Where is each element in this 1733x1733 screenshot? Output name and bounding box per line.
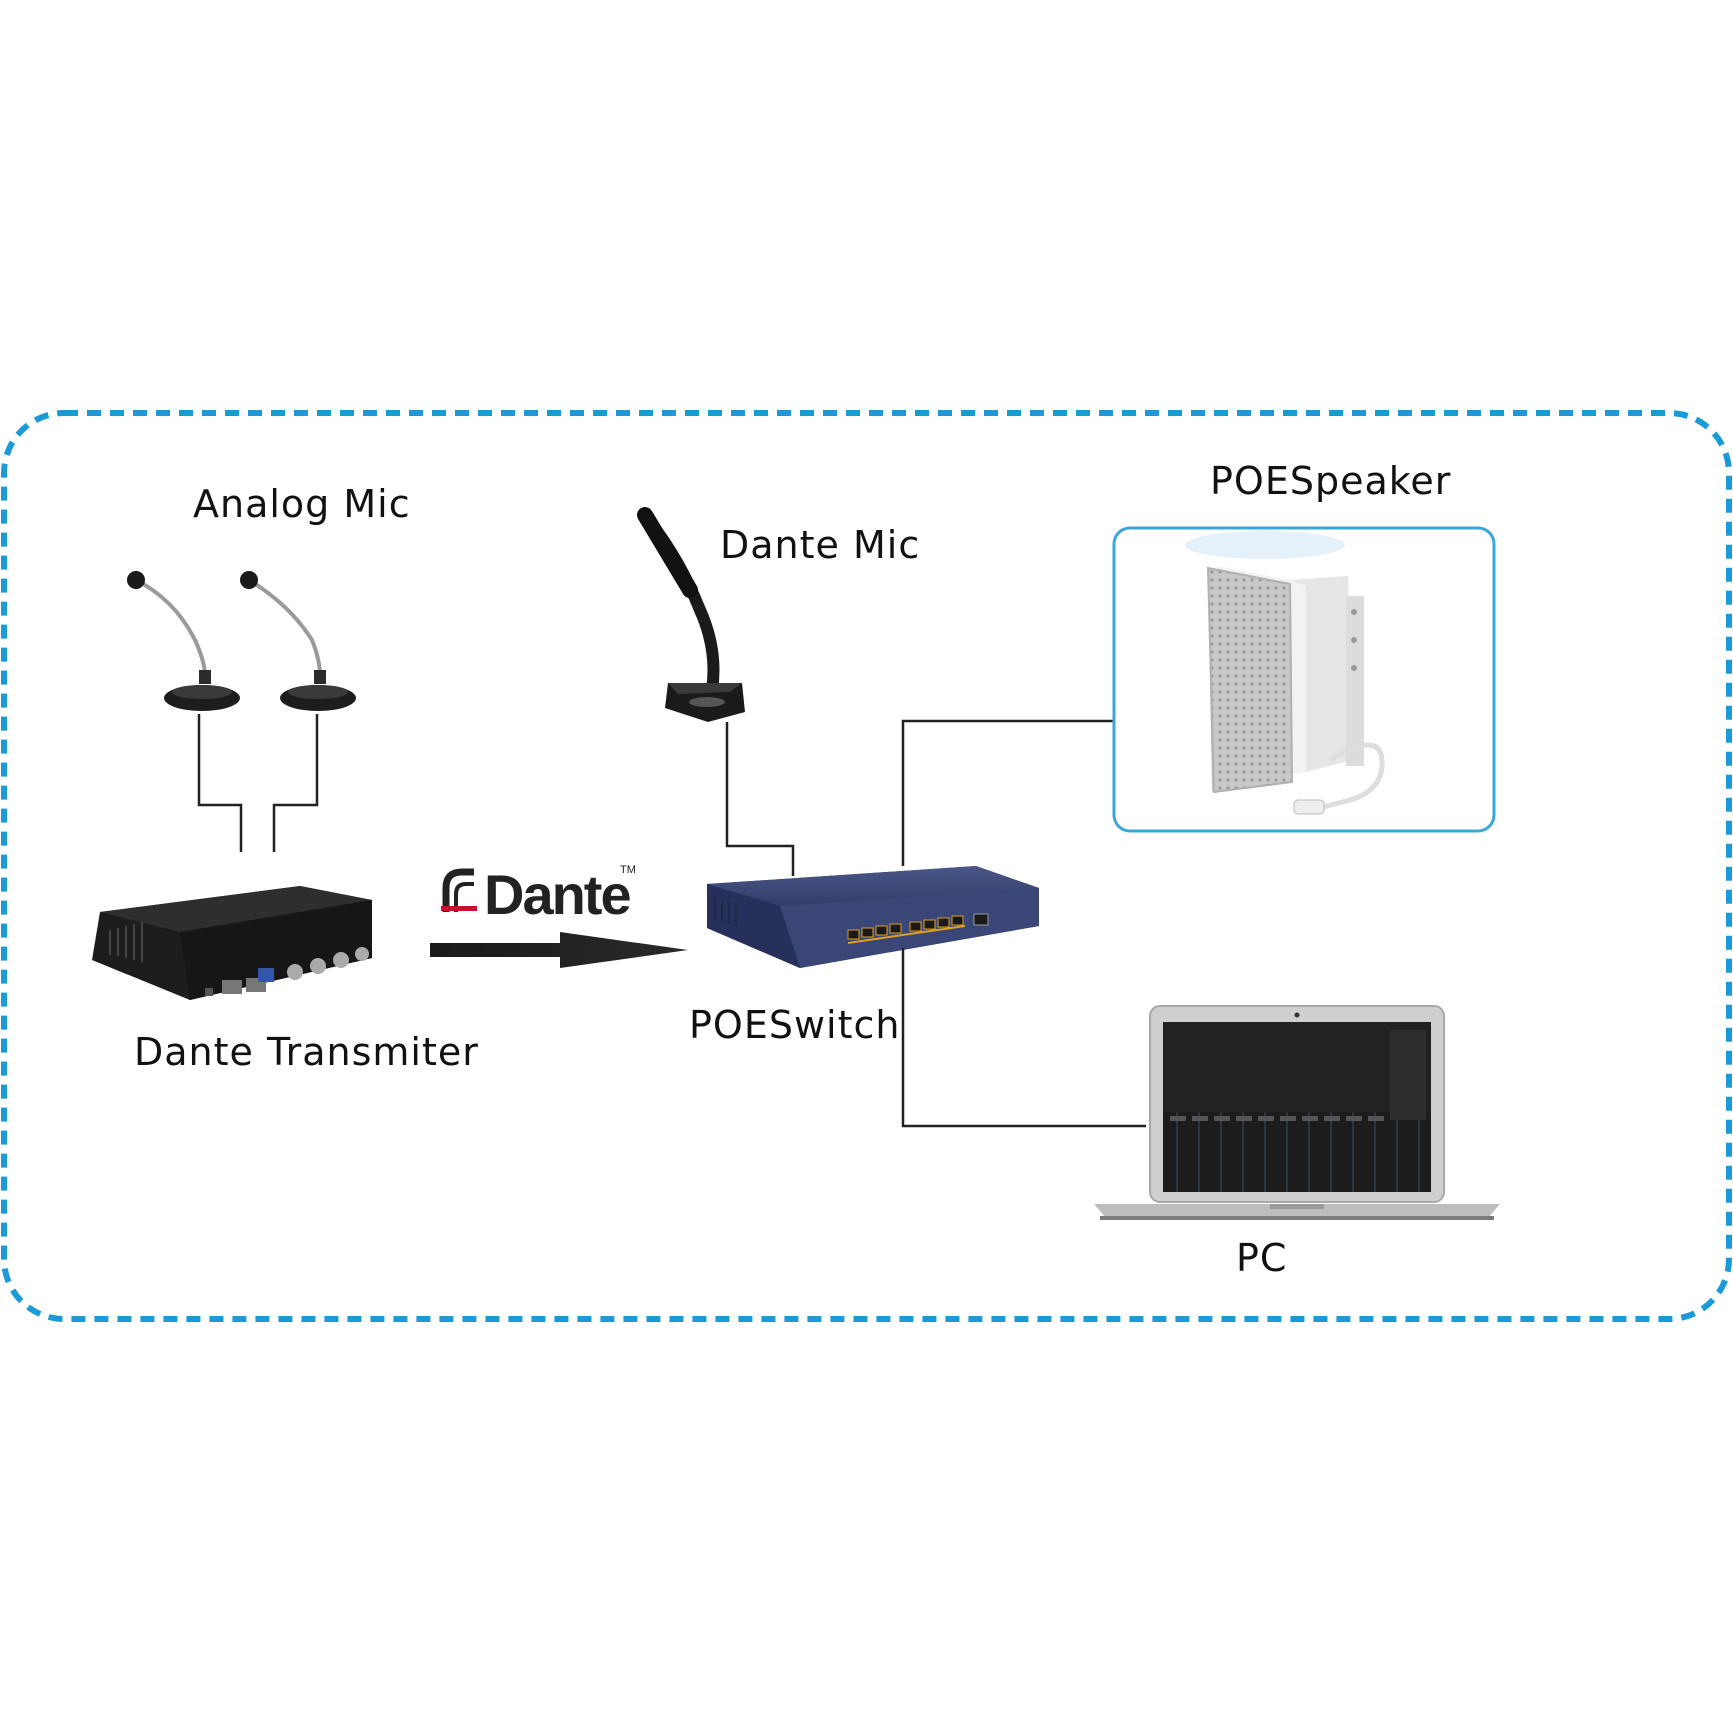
dante-logo-trademark: TM xyxy=(620,864,636,876)
dantemic-to-switch-line xyxy=(725,722,795,876)
switch-to-pc-line xyxy=(901,948,1146,1128)
label-dante-mic: Dante Mic xyxy=(720,523,921,567)
switch-to-speaker-line xyxy=(901,719,1114,866)
dante-logo-text: Dante xyxy=(484,863,632,926)
dante-mic xyxy=(637,507,745,722)
pc-laptop-device xyxy=(1094,1005,1500,1220)
poe-switch-device xyxy=(707,866,1039,968)
signal-arrow xyxy=(430,932,688,968)
label-pc: PC xyxy=(1236,1236,1288,1280)
label-dante-transmitter: Dante Transmiter xyxy=(134,1030,479,1074)
analog-mic-2 xyxy=(240,571,356,711)
mic1-to-transmitter-line xyxy=(197,714,243,852)
poe-speaker-device xyxy=(1206,566,1385,815)
analog-mic-1 xyxy=(127,571,240,711)
mic2-to-transmitter-line xyxy=(272,714,319,852)
label-poe-speaker: POESpeaker xyxy=(1210,459,1452,503)
dashed-frame xyxy=(1,410,1732,1322)
dante-transmitter-device xyxy=(92,886,372,1000)
label-analog-mic: Analog Mic xyxy=(193,482,411,526)
label-poe-switch: POESwitch xyxy=(689,1003,901,1047)
dante-logo-mark xyxy=(441,868,477,912)
